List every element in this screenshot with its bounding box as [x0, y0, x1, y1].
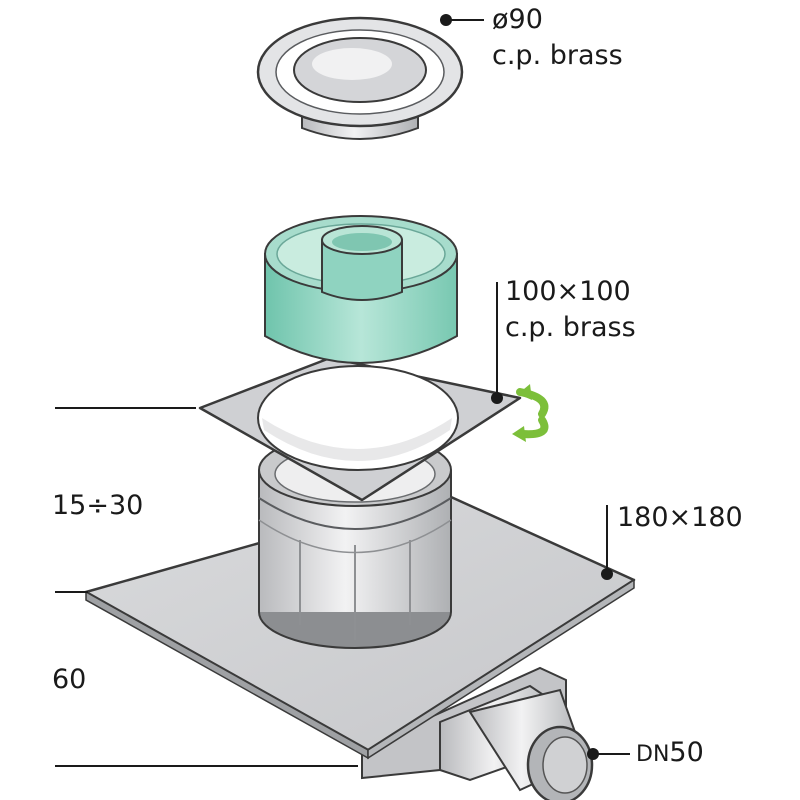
- round-cap: [256, 16, 464, 140]
- outlet-pipe: [361, 666, 594, 800]
- cap-material-label: c.p. brass: [492, 40, 623, 71]
- trap-cup: [264, 215, 458, 364]
- rotate-arrows-icon: [512, 384, 549, 442]
- grate-material-label: c.p. brass: [505, 312, 636, 343]
- height-adjust-label: 15÷30: [52, 490, 144, 521]
- outlet-prefix: DN: [636, 742, 670, 767]
- height-body-label: 60: [52, 664, 87, 695]
- leader-cap: [440, 14, 484, 26]
- grate-size-label: 100×100: [505, 276, 631, 307]
- cap-size-label: ø90: [492, 4, 543, 35]
- leader-base: [601, 505, 613, 580]
- outlet-label: DN50: [636, 737, 704, 771]
- square-grate: [198, 356, 522, 502]
- base-size-label: 180×180: [617, 502, 743, 533]
- leader-grate: [491, 282, 503, 404]
- outlet-size: 50: [669, 737, 704, 768]
- leader-outlet: [587, 748, 630, 760]
